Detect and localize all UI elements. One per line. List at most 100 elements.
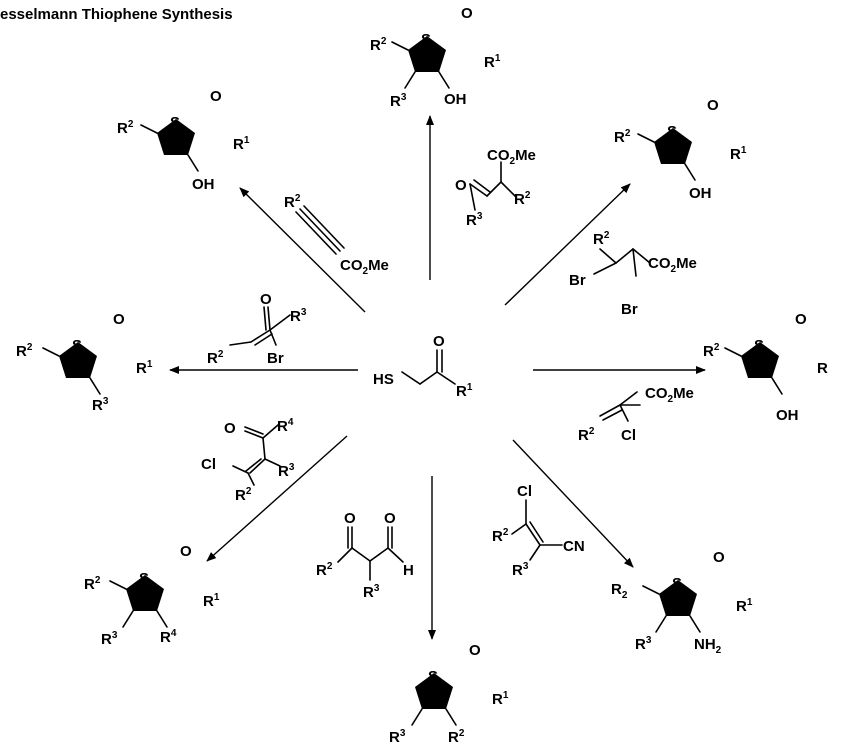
product-upper-left-r2: R2 <box>117 119 134 137</box>
product-upper-left-r1: R1 <box>233 135 250 153</box>
product-upper-right-r2: R2 <box>614 128 631 146</box>
reagent-lower-right-r2: R2 <box>492 527 509 545</box>
product-upper-left-oh: OH <box>192 176 215 193</box>
center-r-label: R1 <box>456 382 473 400</box>
product-lower-left-r1: R1 <box>203 592 220 610</box>
product-lower-right-nh2: NH2 <box>694 636 722 656</box>
arrow-lower-left <box>206 435 348 562</box>
product-bottom-bonds <box>411 657 489 726</box>
reagent-left-r2: R2 <box>207 349 224 367</box>
reagent-upper-left-co2me: CO2Me <box>340 257 389 277</box>
reagent-right-r2: R2 <box>578 426 595 444</box>
reagent-upper-right-r2: R2 <box>593 230 610 248</box>
product-top-r1: R1 <box>484 53 501 71</box>
product-top-r3: R3 <box>390 92 407 110</box>
product-lower-right: S O R1 R2 R3 NH2 <box>611 549 753 656</box>
arrow-upper-left <box>239 187 366 313</box>
reagent-up-co2me: CO2Me <box>487 147 536 167</box>
reagent-lower-left: O R4 Cl R3 R2 <box>201 417 295 504</box>
product-top-oh: OH <box>444 91 467 108</box>
product-top-s: S <box>421 31 431 48</box>
reagent-left: O R3 R2 Br <box>207 291 307 367</box>
center-o-label: O <box>433 333 445 350</box>
product-right-bonds <box>724 326 815 395</box>
product-left-r2: R2 <box>16 342 33 360</box>
reagent-right-cl: Cl <box>621 427 636 444</box>
reagent-down-o1: O <box>344 510 356 527</box>
product-lower-left-r3: R3 <box>101 630 118 648</box>
reagent-down-o2: O <box>384 510 396 527</box>
product-upper-right-s: S <box>667 123 677 140</box>
reagent-down-r2: R2 <box>316 561 333 579</box>
reagent-lower-left-o: O <box>224 420 236 437</box>
product-bottom-r3: R3 <box>389 728 406 746</box>
reagent-upper-right-co2me: CO2Me <box>648 255 697 275</box>
reagent-up: O CO2Me R2 R3 <box>455 147 536 229</box>
product-upper-right: S O R1 R2 OH <box>614 97 747 202</box>
product-right-r: R <box>817 360 828 377</box>
reagent-up-r3: R3 <box>466 211 483 229</box>
reagent-down-bonds <box>337 526 404 581</box>
reagent-upper-right-br2: Br <box>621 301 638 318</box>
reagent-upper-left-r2: R2 <box>284 193 301 211</box>
product-lower-left: S O R1 R2 R3 R4 <box>84 543 220 648</box>
scheme-title: esselmann Thiophene Synthesis <box>0 6 233 23</box>
product-upper-left-bonds <box>140 103 231 172</box>
center-reagent: HS O R1 <box>373 333 473 400</box>
product-right-r2: R2 <box>703 342 720 360</box>
reagent-right-co2me: CO2Me <box>645 385 694 405</box>
product-right-s: S <box>754 337 764 354</box>
reagent-down-h: H <box>403 562 414 579</box>
reagent-upper-right-bonds <box>593 248 651 277</box>
reagent-lower-left-r4: R4 <box>277 417 294 435</box>
product-upper-right-r1: R1 <box>730 145 747 163</box>
reagent-lower-left-r3: R3 <box>278 462 295 480</box>
reagent-right: CO2Me R2 Cl <box>578 385 694 444</box>
center-hs-label: HS <box>373 371 394 388</box>
reagent-lower-left-r2: R2 <box>235 486 252 504</box>
reagent-upper-right: R2 CO2Me Br Br <box>569 230 697 318</box>
product-lower-right-o: O <box>713 549 725 566</box>
product-left-r1: R1 <box>136 359 153 377</box>
product-lower-left-o: O <box>180 543 192 560</box>
product-top-r2: R2 <box>370 36 387 54</box>
product-lower-left-r2: R2 <box>84 575 101 593</box>
reagent-left-o: O <box>260 291 272 308</box>
reagent-lower-left-cl: Cl <box>201 456 216 473</box>
product-right-o: O <box>795 311 807 328</box>
product-top-o: O <box>461 5 473 22</box>
reagent-left-bonds <box>229 306 291 346</box>
product-left: S O R1 R2 R3 <box>16 311 153 414</box>
reagent-left-r3: R3 <box>290 307 307 325</box>
reagent-upper-left: R2 CO2Me <box>284 193 389 277</box>
reagent-lower-left-bonds <box>232 424 281 486</box>
product-right: S O R R2 OH <box>703 311 828 424</box>
product-lower-left-s: S <box>139 570 149 587</box>
product-upper-left-s: S <box>170 114 180 131</box>
product-right-oh: OH <box>776 407 799 424</box>
reagent-up-bonds <box>469 161 516 211</box>
reagent-lower-right-r3: R3 <box>512 561 529 579</box>
reagent-down-r3: R3 <box>363 583 380 601</box>
product-bottom-r2: R2 <box>448 728 465 746</box>
arrow-lower-right <box>512 439 634 568</box>
product-left-r3: R3 <box>92 396 109 414</box>
product-upper-right-o: O <box>707 97 719 114</box>
product-upper-left: S O R1 R2 OH <box>117 88 250 193</box>
reagent-lower-right-bonds <box>511 499 563 561</box>
product-upper-right-oh: OH <box>689 185 712 202</box>
reagent-left-br: Br <box>267 350 284 367</box>
reagent-lower-right: Cl R2 CN R3 <box>492 483 585 579</box>
reagent-lower-right-cn: CN <box>563 538 585 555</box>
product-bottom-s: S <box>428 668 438 685</box>
reaction-arrows <box>169 115 706 640</box>
product-left-bonds <box>42 326 133 395</box>
product-lower-right-r1: R1 <box>736 597 753 615</box>
product-upper-right-bonds <box>637 112 728 181</box>
product-lower-right-r3: R3 <box>635 635 652 653</box>
reagent-right-bonds <box>599 391 641 422</box>
product-lower-right-bonds <box>642 564 733 633</box>
product-top: S O R1 R2 R3 OH <box>370 5 501 110</box>
reagent-lower-right-cl: Cl <box>517 483 532 500</box>
